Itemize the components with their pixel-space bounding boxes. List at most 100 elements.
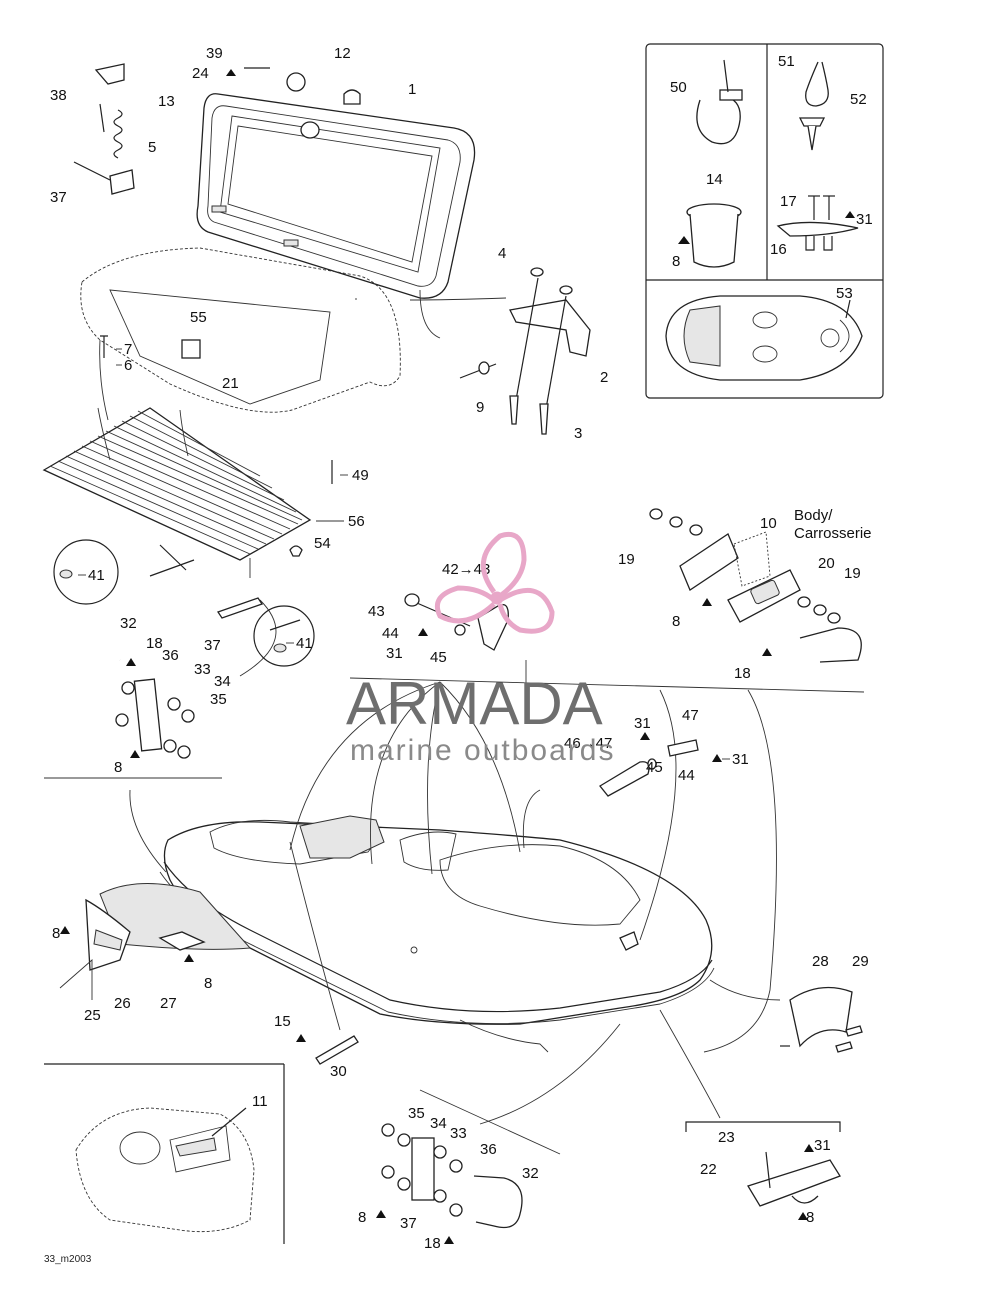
callout-44b: 44 [678, 767, 695, 784]
callout-6: 6 [124, 357, 132, 374]
drawing-code: 33_m2003 [44, 1254, 92, 1265]
callout-20: 20 [818, 555, 835, 572]
callout-1: 1 [408, 81, 416, 98]
callout-53: 54 [314, 535, 331, 552]
callout-27: 27 [160, 995, 177, 1012]
callout-54: 55 [190, 309, 207, 326]
callout-19b: 19 [844, 565, 861, 582]
callout-33b: 33 [450, 1125, 467, 1142]
leader-lines [97, 289, 781, 1125]
callout-33a: 33 [194, 661, 211, 678]
callout-23: 23 [718, 1129, 735, 1146]
callout-11: 11 [252, 1093, 268, 1110]
callout-18a: 18 [146, 635, 163, 652]
grab-handle-bottom [376, 1089, 561, 1244]
callout-31a: 31 [386, 645, 403, 662]
callout-24: 24 [192, 65, 209, 82]
callout-47: 47 [682, 707, 699, 724]
callout-40: 39 [206, 45, 223, 62]
watermark-tagline: marine outboards [350, 734, 615, 767]
callout-ticks [78, 348, 730, 760]
callout-5: 5 [148, 139, 156, 156]
label-body: Body/ [794, 507, 833, 524]
callout-49: 49 [352, 467, 369, 484]
callout-29: 29 [852, 953, 869, 970]
floor-mat [42, 407, 312, 577]
callout-18b: 18 [734, 665, 751, 682]
propeller-logo [434, 532, 555, 634]
callout-7: 7 [124, 341, 132, 358]
callout-52: 53 [836, 285, 853, 302]
callout-39: 38 [50, 87, 67, 104]
bottom-left-inset [44, 1063, 285, 1244]
callout-31d: 31 [856, 211, 873, 228]
callout-2: 2 [600, 369, 608, 386]
callout-22: 22 [700, 1161, 717, 1178]
callout-19a: 19 [618, 551, 635, 568]
callout-9: 9 [476, 399, 484, 416]
callout-15: 15 [274, 1013, 291, 1030]
callout-8b: 8 [672, 613, 680, 630]
callout-55: 56 [348, 513, 365, 530]
callout-35b: 35 [408, 1105, 425, 1122]
watermark-brand: ARMADA [346, 670, 603, 737]
callout-51: 52 [850, 91, 867, 108]
latch-assembly [73, 63, 135, 195]
callout-31b: 31 [634, 715, 651, 732]
callout-labels: 39 24 12 1 13 38 5 37 4 55 7 6 21 2 9 3 … [50, 45, 873, 1252]
stern-bracket [685, 1121, 841, 1220]
callout-34a: 34 [214, 673, 231, 690]
callout-16: 16 [770, 241, 787, 258]
callout-38: 37 [50, 189, 67, 206]
callout-26: 26 [114, 995, 131, 1012]
callout-4: 4 [498, 245, 506, 262]
callout-41b: 41 [296, 635, 313, 652]
grab-handle-left [57, 647, 195, 759]
ref-46-47: 46→47 [564, 735, 612, 752]
callout-36a: 36 [162, 647, 179, 664]
label-carrosserie: Carrosserie [794, 525, 872, 542]
support-rod [296, 1034, 359, 1065]
drain-plug-assembly [59, 898, 206, 1000]
storage-tub [80, 247, 401, 421]
callout-14: 14 [706, 171, 723, 188]
small-parts [53, 460, 722, 797]
callout-35a: 35 [210, 691, 227, 708]
callout-37b: 37 [400, 1215, 417, 1232]
callout-44a: 44 [382, 625, 399, 642]
boat-hull [99, 815, 715, 1053]
callout-32a: 32 [120, 615, 137, 632]
callout-8f: 8 [358, 1209, 366, 1226]
callout-36b: 36 [480, 1141, 497, 1158]
callout-10: 10 [760, 515, 777, 532]
callout-48: 50 [670, 79, 687, 96]
callout-8c: 8 [672, 253, 680, 270]
callout-8d: 8 [52, 925, 60, 942]
callout-37a: 37 [204, 637, 221, 654]
callout-45b: 45 [646, 759, 663, 776]
callout-30: 30 [330, 1063, 347, 1080]
callout-8a: 8 [114, 759, 122, 776]
callout-31e: 31 [814, 1137, 831, 1154]
callout-32b: 32 [522, 1165, 539, 1182]
callout-50: 51 [778, 53, 795, 70]
bumper-piece [780, 986, 863, 1053]
section-separators [44, 677, 865, 779]
callout-8g: 8 [806, 1209, 814, 1226]
bow-eye-bracket [649, 508, 862, 663]
hatch-cover [196, 67, 476, 299]
inset-panel [645, 43, 884, 399]
callout-3: 3 [574, 425, 582, 442]
callout-8e: 8 [204, 975, 212, 992]
callout-31c: 31 [732, 751, 749, 768]
hinge-bracket [459, 267, 591, 435]
callout-43: 43 [368, 603, 385, 620]
callout-41a: 41 [88, 567, 105, 584]
callout-28: 28 [812, 953, 829, 970]
callout-21: 21 [222, 375, 239, 392]
callout-17: 17 [780, 193, 797, 210]
callout-13: 13 [158, 93, 175, 110]
callout-34b: 34 [430, 1115, 447, 1132]
callout-18c: 18 [424, 1235, 441, 1252]
